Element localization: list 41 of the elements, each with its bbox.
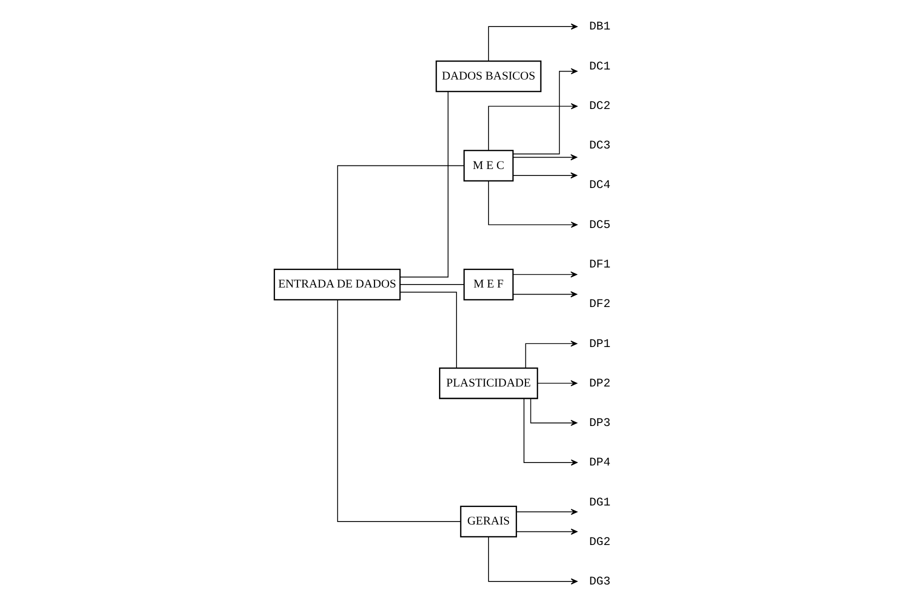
connector (337, 165, 464, 270)
node-text: DB1 (589, 20, 610, 34)
node-text: DP4 (589, 456, 610, 470)
arrow (524, 398, 578, 466)
node-text: DC3 (589, 138, 610, 153)
node-text: DG3 (589, 574, 610, 589)
node-text: DP1 (589, 336, 610, 351)
node-text: DG2 (589, 534, 610, 549)
arrow (516, 528, 578, 535)
connector (400, 292, 457, 368)
node-text: DF1 (589, 257, 610, 272)
arrow (512, 154, 578, 160)
arrow (488, 180, 578, 228)
arrow (512, 291, 578, 298)
node-box: M E C (463, 150, 514, 182)
node-text: DC2 (589, 98, 610, 113)
arrow (488, 103, 578, 151)
node-box: PLASTICIDADE (439, 367, 538, 400)
arrow (488, 24, 578, 62)
arrow (525, 340, 578, 368)
node-text: DP3 (589, 416, 610, 430)
arrow (537, 380, 578, 386)
connector (337, 299, 461, 522)
node-text: DP2 (589, 376, 610, 390)
node-box: ENTRADA DE DADOS (274, 268, 401, 300)
node-text: DF2 (589, 297, 610, 312)
arrow (512, 172, 578, 178)
arrow (488, 536, 578, 584)
node-text: DG1 (589, 495, 610, 510)
node-box: GERAIS (460, 506, 518, 538)
node-text: DC1 (589, 59, 610, 74)
arrow (512, 68, 578, 154)
connector (400, 91, 448, 278)
node-box: DADOS BASICOS (436, 60, 542, 92)
arrow (530, 398, 578, 426)
node-text: DC5 (589, 218, 610, 232)
node-text: DC4 (589, 178, 610, 192)
arrow (512, 271, 578, 278)
connector (400, 284, 464, 286)
arrow (516, 508, 578, 515)
node-box: M E F (463, 268, 514, 300)
